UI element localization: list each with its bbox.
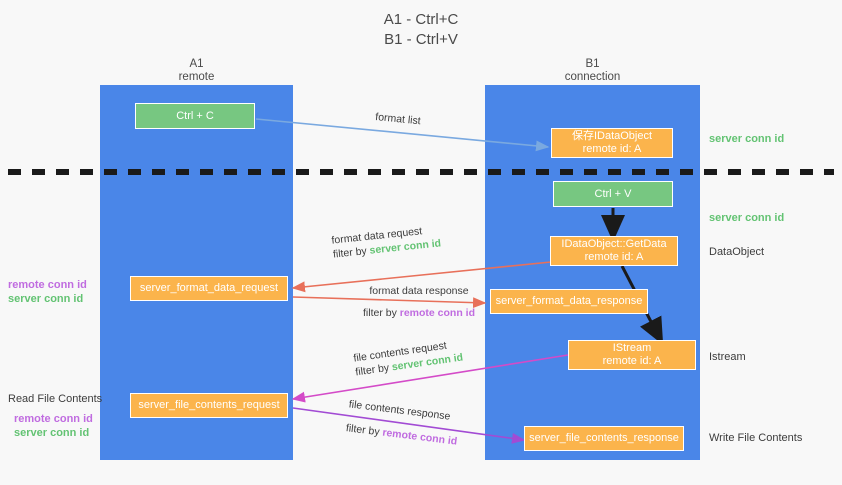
box-server-format-data-request-label: server_format_data_request (139, 282, 279, 294)
annotation-server-conn-id-top: server conn id (709, 133, 785, 145)
annotation-read-file-contents-label: Read File Contents (8, 393, 103, 405)
lane-header-a1: A1 remote (100, 58, 293, 84)
edge-label-format-data-response-text: format data response (369, 285, 469, 297)
arrow-file-contents-request (291, 354, 569, 403)
arrow-format-data-response (292, 296, 487, 309)
box-istream[interactable]: IStream remote id: A (568, 340, 696, 370)
annotation-dataobject: DataObject (709, 246, 765, 258)
box-ctrl-v-label: Ctrl + V (594, 187, 632, 200)
lane-a1-role: remote (178, 71, 215, 83)
lane-a1-name: A1 (189, 58, 204, 70)
box-server-format-data-request[interactable]: server_format_data_request (130, 276, 288, 301)
filter-prefix-2: filter by (362, 307, 397, 319)
arrow-file-contents-response (292, 407, 526, 444)
filter-value-2: remote conn id (399, 307, 476, 319)
annotation-remote-conn-id-1: remote conn id (8, 279, 87, 291)
title-line-1: A1 - Ctrl+C (383, 11, 459, 28)
box-server-format-data-response-label: server_format_data_response (495, 295, 643, 307)
annotation-server-conn-id-mid: server conn id (709, 212, 785, 224)
box-istream-label: IStream (612, 342, 652, 354)
annotation-remote-conn-id-2: remote conn id (14, 413, 93, 425)
annotation-server-conn-id-4: server conn id (14, 427, 90, 439)
box-server-file-contents-response[interactable]: server_file_contents_response (524, 426, 684, 451)
box-save-idataobject-label: 保存IDataObject (571, 130, 653, 142)
annotation-write-file-contents: Write File Contents (709, 432, 803, 444)
filter-prefix-1: filter by (332, 245, 368, 261)
box-idataobject-getdata-label: IDataObject::GetData (561, 238, 667, 250)
box-ctrl-c[interactable]: Ctrl + C (135, 103, 255, 129)
box-ctrl-c-label: Ctrl + C (176, 109, 214, 122)
edge-label-format-data-response: format data response filter by remote co… (334, 284, 504, 320)
box-server-format-data-response[interactable]: server_format_data_response (490, 289, 648, 314)
arrow-format-data-request (291, 261, 552, 293)
box-server-file-contents-request-label: server_file_contents_request (138, 399, 280, 411)
box-server-file-contents-request[interactable]: server_file_contents_request (130, 393, 288, 418)
box-idataobject-getdata[interactable]: IDataObject::GetData remote id: A (550, 236, 678, 266)
lane-b1-role: connection (564, 71, 621, 83)
annotation-conn-ids-upper: remote conn id server conn id (8, 278, 87, 306)
annotation-istream: Istream (709, 351, 746, 363)
box-server-file-contents-response-label: server_file_contents_response (529, 432, 679, 444)
page-title: A1 - Ctrl+C B1 - Ctrl+V (0, 10, 842, 50)
edge-label-format-data-response-filter: filter by remote conn id (334, 306, 504, 320)
arrow-format-list (255, 118, 550, 152)
annotation-read-file-contents: Read File Contents (8, 392, 102, 406)
box-ctrl-v[interactable]: Ctrl + V (553, 181, 673, 207)
lane-header-b1: B1 connection (485, 58, 700, 84)
box-save-idataobject-sub: remote id: A (582, 143, 642, 155)
box-istream-sub: remote id: A (602, 355, 662, 367)
filter-prefix-4: filter by (345, 422, 381, 439)
lane-b1-name: B1 (585, 58, 600, 70)
annotation-server-conn-id-3: server conn id (8, 293, 84, 305)
annotation-conn-ids-lower: remote conn id server conn id (14, 412, 93, 440)
box-idataobject-getdata-sub: remote id: A (584, 251, 644, 263)
box-save-idataobject[interactable]: 保存IDataObject remote id: A (551, 128, 673, 158)
title-line-2: B1 - Ctrl+V (384, 31, 458, 48)
